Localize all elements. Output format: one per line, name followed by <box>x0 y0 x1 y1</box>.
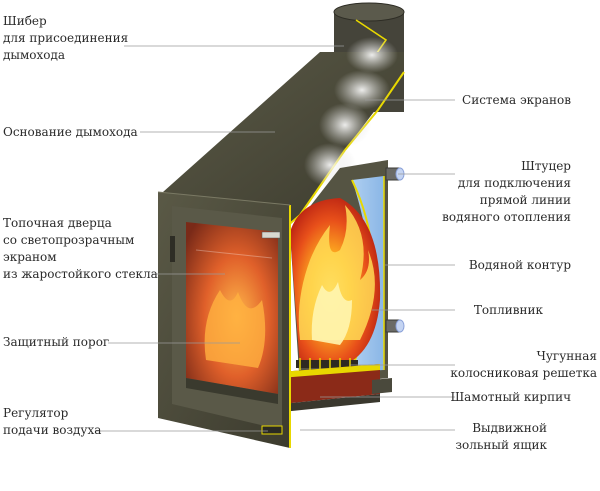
label-yashchik-line-2: зольный ящик <box>455 438 547 452</box>
threshold <box>186 378 278 404</box>
label-shtutser-line-3: прямой линии <box>479 193 571 207</box>
label-dvertsa-line-4: из жаростойкого стекла <box>3 267 158 281</box>
label-dvertsa-line-1: Топочная дверца <box>3 216 112 230</box>
label-shtutser-line-4: водяного отопления <box>442 210 571 224</box>
label-toplivnik-line-1: Топливник <box>473 303 543 317</box>
label-osnovanie: Основание дымохода <box>3 124 138 141</box>
label-shtutser-line-1: Штуцер <box>521 159 571 173</box>
label-porog: Защитный порог <box>3 334 109 351</box>
label-kontur-line-1: Водяной контур <box>468 258 571 272</box>
pipe-fitting-bottom <box>385 319 405 333</box>
label-shiber: Шибер для присоединения дымохода <box>3 13 128 64</box>
label-toplivnik: Топливник <box>474 302 543 319</box>
label-kirpich: Шамотный кирпич <box>450 389 571 406</box>
label-kirpich-line-1: Шамотный кирпич <box>450 390 571 404</box>
glass-door <box>170 222 281 394</box>
air-regulator <box>261 425 283 435</box>
label-shiber-line-2: для присоединения <box>3 31 129 45</box>
label-dvertsa: Топочная дверца со светопрозрачным экран… <box>3 215 158 283</box>
leader-lines <box>95 45 455 432</box>
label-regulator: Регулятор подачи воздуха <box>3 405 101 439</box>
label-osnovanie-line-1: Основание дымохода <box>3 125 138 139</box>
label-dvertsa-line-3: экраном <box>3 250 57 264</box>
label-ekrany: Система экранов <box>462 92 571 109</box>
label-shiber-line-1: Шибер <box>3 14 47 28</box>
label-shiber-line-3: дымохода <box>3 48 66 62</box>
label-porog-line-1: Защитный порог <box>3 335 110 349</box>
firebox <box>290 198 381 368</box>
label-ekrany-line-1: Система экранов <box>462 93 571 107</box>
label-reshetka-line-2: колосниковая решетка <box>450 366 597 380</box>
label-dvertsa-line-2: со светопрозрачным <box>3 233 135 247</box>
label-regulator-line-1: Регулятор <box>3 406 69 420</box>
label-yashchik-line-1: Выдвижной <box>472 421 547 435</box>
label-regulator-line-2: подачи воздуха <box>3 423 102 437</box>
label-shtutser-line-2: для подключения <box>457 176 571 190</box>
firebrick-ashbox <box>280 364 392 412</box>
label-kontur: Водяной контур <box>469 257 571 274</box>
label-shtutser: Штуцер для подключения прямой линии водя… <box>442 158 571 226</box>
label-yashchik: Выдвижной зольный ящик <box>455 420 547 454</box>
label-reshetka: Чугунная колосниковая решетка <box>450 348 597 382</box>
label-reshetka-line-1: Чугунная <box>536 349 597 363</box>
